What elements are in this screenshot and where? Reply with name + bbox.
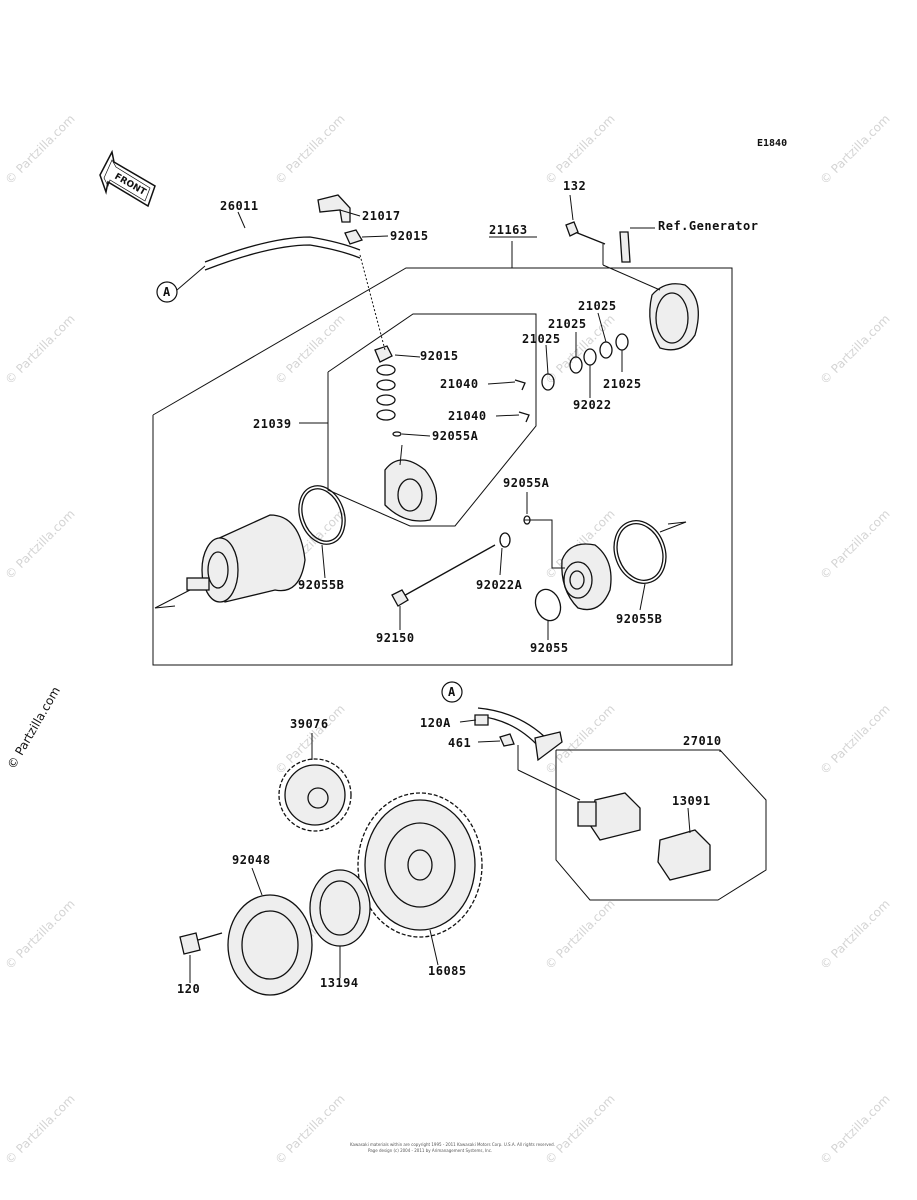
through-bolt [391, 515, 531, 607]
o-ring [534, 588, 562, 622]
part-label-21163: 21163 [489, 223, 528, 237]
part-label-92055B: 92055B [298, 578, 344, 592]
ref-circle-upper: A [156, 281, 178, 303]
o-ring [298, 485, 346, 545]
kit-box-21039 [299, 313, 537, 527]
part-label-92048: 92048 [232, 853, 271, 867]
watermark: © Partzilla.com [2, 897, 77, 972]
terminal-21040 [514, 379, 526, 391]
watermark-layer: © Partzilla.com © Partzilla.com © Partzi… [2, 112, 892, 1167]
watermark: © Partzilla.com [817, 1092, 892, 1167]
part-label-120A: 120A [420, 716, 451, 730]
one-way-clutch [309, 869, 371, 947]
part-label-92015: 92015 [390, 229, 429, 243]
cable-lower [474, 707, 581, 801]
ref-generator-label: Ref.Generator [658, 219, 758, 233]
part-label-26011: 26011 [220, 199, 259, 213]
copyright-line-2: Page design (c) 2004 - 2011 by Arimanage… [368, 1148, 492, 1153]
part-label-120: 120 [177, 982, 200, 996]
part-label-132: 132 [563, 179, 586, 193]
part-label-461: 461 [448, 736, 471, 750]
watermark: © Partzilla.com [272, 112, 347, 187]
washer-stack [374, 345, 402, 437]
kit-box-21163 [152, 236, 733, 666]
ref-circle-lower: A [441, 681, 463, 703]
bolt-120 [179, 932, 223, 955]
front-arrow-icon: FRONT [99, 149, 156, 208]
o-ring-inner [301, 488, 343, 542]
ref-letter: A [163, 285, 171, 299]
watermark: © Partzilla.com [542, 1092, 617, 1167]
part-label-21025: 21025 [548, 317, 587, 331]
part-label-13091: 13091 [672, 794, 711, 808]
watermark-side: © Partzilla.com [4, 684, 62, 771]
washer [583, 348, 597, 366]
terminal-21040 [518, 411, 530, 423]
leader-lines [189, 194, 691, 983]
part-label-92055B: 92055B [616, 612, 662, 626]
part-label-16085: 16085 [428, 964, 467, 978]
part-label-92015: 92015 [420, 349, 459, 363]
watermark: © Partzilla.com [2, 507, 77, 582]
part-label-92022: 92022 [573, 398, 612, 412]
watermark: © Partzilla.com [542, 897, 617, 972]
part-label-21040: 21040 [440, 377, 479, 391]
diagram-code: E1840 [757, 138, 787, 149]
starter-driven-gear [357, 792, 483, 938]
watermark: © Partzilla.com [2, 1092, 77, 1167]
watermark: © Partzilla.com [2, 112, 77, 187]
part-label-92022A: 92022A [476, 578, 523, 592]
fuse [657, 829, 711, 881]
watermark: © Partzilla.com [817, 897, 892, 972]
part-label-21025: 21025 [522, 332, 561, 346]
copyright-line-1: Kawasaki materials within are copyright … [350, 1142, 555, 1147]
part-label-92055: 92055 [530, 641, 569, 655]
part-label-92055A: 92055A [432, 429, 479, 443]
ref-letter: A [448, 685, 456, 699]
generator-cover [565, 221, 699, 351]
watermark: © Partzilla.com [2, 312, 77, 387]
washer [615, 333, 629, 351]
part-label-27010: 27010 [683, 734, 722, 748]
part-label-13194: 13194 [320, 976, 359, 990]
watermark: © Partzilla.com [817, 312, 892, 387]
part-label-21040: 21040 [448, 409, 487, 423]
watermark: © Partzilla.com [817, 507, 892, 582]
watermark: © Partzilla.com [272, 1092, 347, 1167]
part-label-21039: 21039 [253, 417, 292, 431]
kit-box-27010 [555, 749, 767, 901]
watermark: © Partzilla.com [272, 312, 347, 387]
cable-26011 [176, 194, 386, 351]
watermark: © Partzilla.com [817, 702, 892, 777]
part-label-21025: 21025 [578, 299, 617, 313]
watermark: © Partzilla.com [817, 112, 892, 187]
part-label-21025: 21025 [603, 377, 642, 391]
part-label-39076: 39076 [290, 717, 329, 731]
watermark: © Partzilla.com [542, 112, 617, 187]
idle-gear [278, 758, 352, 832]
end-cover [524, 519, 687, 611]
clutch-holder [227, 894, 313, 996]
part-label-21017: 21017 [362, 209, 401, 223]
starter-motor [154, 514, 306, 609]
brush-plate [384, 444, 437, 522]
part-label-92150: 92150 [376, 631, 415, 645]
part-label-92055A: 92055A [503, 476, 550, 490]
washer [599, 341, 613, 359]
starter-relay [577, 792, 641, 841]
